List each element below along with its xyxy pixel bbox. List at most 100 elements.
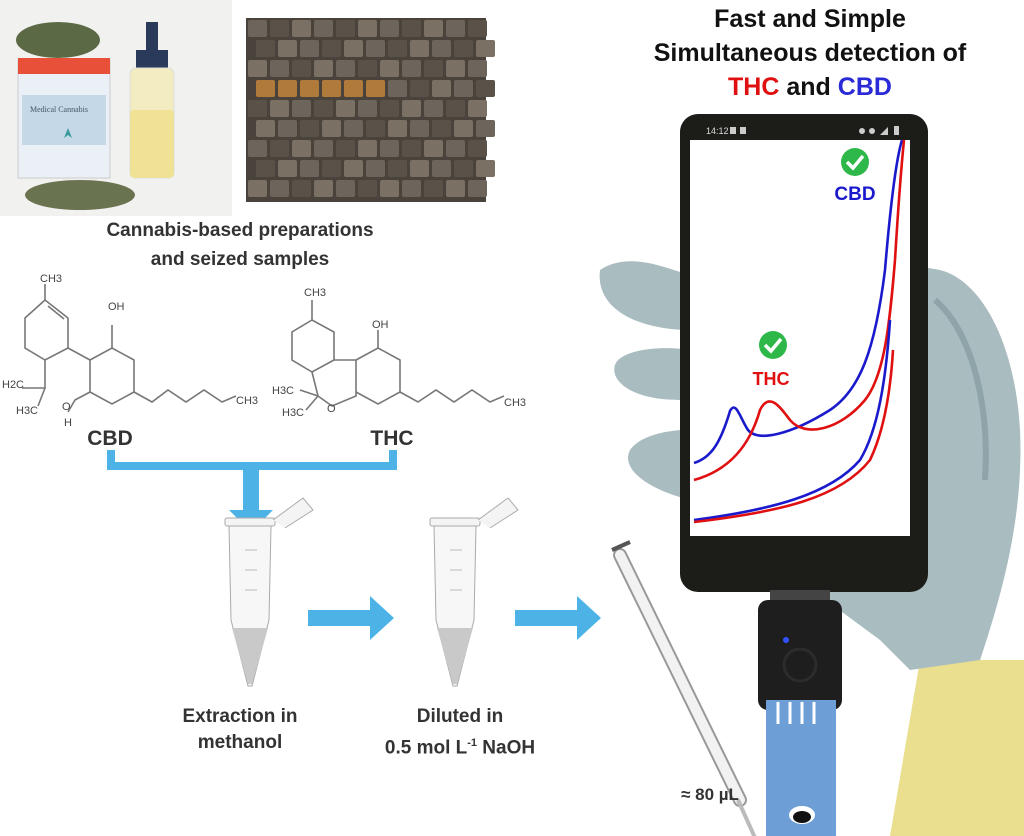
hashish-brick — [446, 60, 465, 77]
hashish-brick — [248, 60, 267, 77]
caption-line1: Cannabis-based preparations — [106, 220, 374, 241]
hashish-brick — [292, 60, 311, 77]
hashish-brick — [278, 40, 297, 57]
hashish-brick — [322, 160, 341, 177]
cbd-group: H — [64, 417, 72, 429]
diluted-line1: Diluted in — [416, 706, 504, 727]
diluted-unit-exponent: -1 — [467, 737, 478, 749]
title-cbd: CBD — [837, 73, 892, 101]
title-and: and — [786, 73, 831, 101]
hashish-brick — [468, 100, 487, 117]
title-line2: Simultaneous detection of — [653, 39, 967, 67]
hashish-brick — [366, 80, 385, 97]
cbd-group: H2C — [2, 379, 24, 391]
diluted-line2: 0.5 mol L-1 NaOH — [340, 730, 580, 761]
hashish-brick — [410, 160, 429, 177]
hashish-brick — [300, 80, 319, 97]
potentiostat-device — [758, 590, 842, 710]
hashish-brick — [314, 140, 333, 157]
hashish-brick — [256, 80, 275, 97]
hashish-brick — [270, 140, 289, 157]
extraction-line1: Extraction in — [182, 706, 298, 727]
cbd-structure: CH3 OH H2C H3C O H CH3 — [2, 273, 258, 429]
screen-printed-electrode — [766, 700, 836, 836]
title: Fast and Simple Simultaneous detection o… — [600, 2, 1020, 104]
hashish-brick — [336, 100, 355, 117]
hashish-brick — [424, 100, 443, 117]
thc-check-icon — [759, 331, 787, 359]
hashish-brick — [344, 160, 363, 177]
thc-group: CH3 — [304, 287, 326, 299]
hashish-brick — [358, 20, 377, 37]
thc-group: H3C — [272, 385, 294, 397]
micropipette — [611, 540, 757, 836]
hashish-brick — [292, 100, 311, 117]
caption: Cannabis-based preparations and seized s… — [40, 216, 440, 274]
hashish-brick — [336, 60, 355, 77]
hashish-brick — [314, 20, 333, 37]
hashish-brick — [476, 160, 495, 177]
hashish-brick — [424, 60, 443, 77]
hashish-brick — [402, 140, 421, 157]
cbd-check-icon — [841, 148, 869, 176]
hashish-brick — [402, 20, 421, 37]
cbd-group: O — [62, 401, 71, 413]
cannabis-leaf-icon — [64, 128, 72, 138]
extraction-line2: methanol — [197, 732, 283, 753]
hashish-brick — [336, 140, 355, 157]
thc-group: O — [327, 403, 336, 415]
hashish-brick — [424, 20, 443, 37]
thc-group: H3C — [282, 407, 304, 419]
hashish-brick — [270, 60, 289, 77]
hashish-brick — [256, 40, 275, 57]
hashish-brick — [322, 120, 341, 137]
hashish-brick — [366, 120, 385, 137]
thc-structure: CH3 OH H3C H3C O CH3 — [272, 287, 526, 419]
hashish-brick — [270, 20, 289, 37]
hashish-brick — [388, 120, 407, 137]
hashish-brick — [446, 180, 465, 197]
hashish-brick — [248, 20, 267, 37]
chemical-structures: CH3 OH H2C H3C O H CH3 CH3 OH H3C H3C O … — [2, 273, 526, 429]
thc-group: OH — [372, 319, 389, 331]
hashish-brick — [468, 140, 487, 157]
merge-arrow — [107, 450, 397, 532]
sample-volume: ≈ 80 µL — [681, 785, 739, 804]
hashish-brick — [344, 40, 363, 57]
hashish-brick — [410, 120, 429, 137]
caption-line2: and seized samples — [150, 249, 330, 270]
cbd-curve — [693, 139, 904, 465]
hashish-brick — [248, 100, 267, 117]
hashish-brick — [468, 180, 487, 197]
hashish-brick — [468, 20, 487, 37]
hashish-brick — [292, 180, 311, 197]
hashish-brick — [344, 80, 363, 97]
hashish-brick — [432, 80, 451, 97]
cbd-label: CBD — [87, 427, 133, 450]
hashish-brick — [336, 180, 355, 197]
hashish-brick — [446, 140, 465, 157]
cannabis-products-photo: Medical Cannabis — [0, 0, 232, 216]
cbd-group: H3C — [16, 405, 38, 417]
thc-label: THC — [370, 427, 414, 450]
hashish-brick — [314, 180, 333, 197]
thc-curve — [693, 139, 906, 482]
hashish-brick — [358, 140, 377, 157]
flow-arrows — [107, 450, 601, 640]
hashish-brick — [322, 40, 341, 57]
screen-cbd-label: CBD — [834, 184, 875, 205]
hashish-brick — [314, 60, 333, 77]
hashish-brick — [476, 120, 495, 137]
diluted-reagent: NaOH — [477, 737, 536, 759]
hashish-brick — [358, 100, 377, 117]
hashish-brick — [410, 80, 429, 97]
hashish-brick — [380, 100, 399, 117]
hashish-brick — [446, 20, 465, 37]
hashish-brick — [278, 80, 297, 97]
hashish-brick — [380, 20, 399, 37]
phone: 14:12 — [680, 114, 928, 592]
hashish-brick — [388, 80, 407, 97]
arrow-right-1 — [308, 596, 394, 640]
hashish-brick — [366, 40, 385, 57]
hashish-brick — [410, 40, 429, 57]
